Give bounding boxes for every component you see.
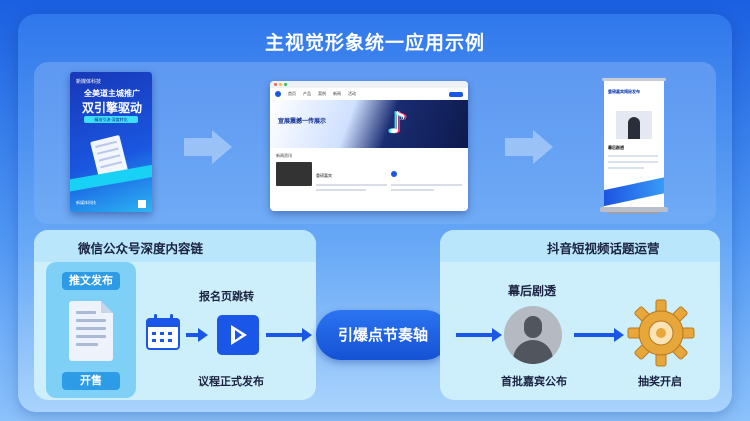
calendar-icon: [146, 314, 180, 350]
flow-arrow-shaft-2: [505, 138, 533, 156]
arrow-icon: [574, 328, 624, 342]
play-icon: [217, 315, 259, 355]
arrow-icon: [186, 328, 208, 342]
sale-label: 开售: [62, 372, 120, 390]
arrow-icon: [456, 328, 502, 342]
qr-code-icon: [138, 200, 146, 208]
douyin-card-title: 抖音短视频话题运营: [547, 241, 660, 256]
news-lines: 重磅嘉宾: [316, 162, 387, 194]
news-side: [391, 162, 462, 194]
news-thumbnail: [276, 162, 312, 186]
document-icon: [69, 301, 113, 361]
site-hero-heading: 宣展震撼一传展示: [278, 118, 327, 125]
tiktok-logo-icon: ♪: [388, 106, 408, 141]
gear-icon: [627, 299, 695, 367]
rollup-banner-preview: 重磅嘉宾揭秘发布 幕后剧透: [600, 78, 668, 218]
site-cta-button[interactable]: [449, 91, 463, 97]
site-logo-icon: [275, 91, 281, 97]
poster-preview: 新媒体科技 全美道主城推广 双引擎驱动 精准引流·深度转化 新媒体科技: [70, 72, 152, 212]
nav-item[interactable]: 首页: [288, 91, 296, 96]
poster-subheadline: 双引擎驱动: [81, 101, 142, 115]
poster-headline: 全美道主城推广: [84, 89, 140, 98]
avatar-icon: [504, 306, 562, 364]
poster-footer: 新媒体科技: [76, 200, 146, 208]
agenda-release-label: 议程正式发布: [198, 375, 264, 388]
banner-subheading: 幕后剧透: [608, 145, 624, 150]
nav-item[interactable]: 新闻: [333, 91, 341, 96]
nav-item[interactable]: 案例: [318, 91, 326, 96]
site-nav: 首页 产品 案例 新闻 活动: [270, 88, 468, 100]
website-preview: 首页 产品 案例 新闻 活动 宣展震撼一传展示 ♪ 新闻资讯 重磅嘉宾: [270, 81, 468, 211]
browser-bar: [270, 81, 468, 88]
banner-heading: 重磅嘉宾揭秘发布: [608, 89, 640, 94]
site-hero: 宣展震撼一传展示 ♪: [270, 100, 468, 148]
flow-arrow-icon-1: [212, 130, 232, 164]
page-title: 主视觉形象统一应用示例: [264, 32, 485, 54]
arrow-icon: [266, 328, 312, 342]
signup-jump-label: 报名页跳转: [199, 290, 254, 303]
nav-item[interactable]: 产品: [303, 91, 311, 96]
wechat-card-title: 微信公众号深度内容链: [78, 241, 204, 256]
banner-photo: [616, 111, 652, 139]
site-section-title: 新闻资讯: [276, 153, 292, 158]
news-title: 重磅嘉宾: [316, 173, 332, 178]
first-guests-label: 首批嘉宾公布: [501, 375, 567, 388]
site-news-row[interactable]: 重磅嘉宾: [270, 159, 468, 197]
nav-item[interactable]: 活动: [348, 91, 356, 96]
flow-arrow-shaft-1: [184, 138, 212, 156]
behind-scenes-label: 幕后剧透: [508, 284, 557, 298]
lottery-open-label: 抽奖开启: [638, 375, 682, 388]
play-icon: [391, 171, 397, 177]
publish-label: 推文发布: [62, 272, 120, 290]
poster-footer-brand: 新媒体科技: [76, 200, 96, 205]
flow-arrow-icon-2: [533, 130, 553, 164]
trigger-timeline-pill: 引爆点节奏轴: [316, 310, 450, 360]
poster-tagline: 精准引流·深度转化: [84, 116, 138, 123]
poster-brand: 新媒体科技: [76, 79, 102, 85]
banner-base: [600, 207, 668, 212]
banner-sheet: 重磅嘉宾揭秘发布 幕后剧透: [604, 81, 664, 207]
banner-wave: [604, 176, 664, 207]
